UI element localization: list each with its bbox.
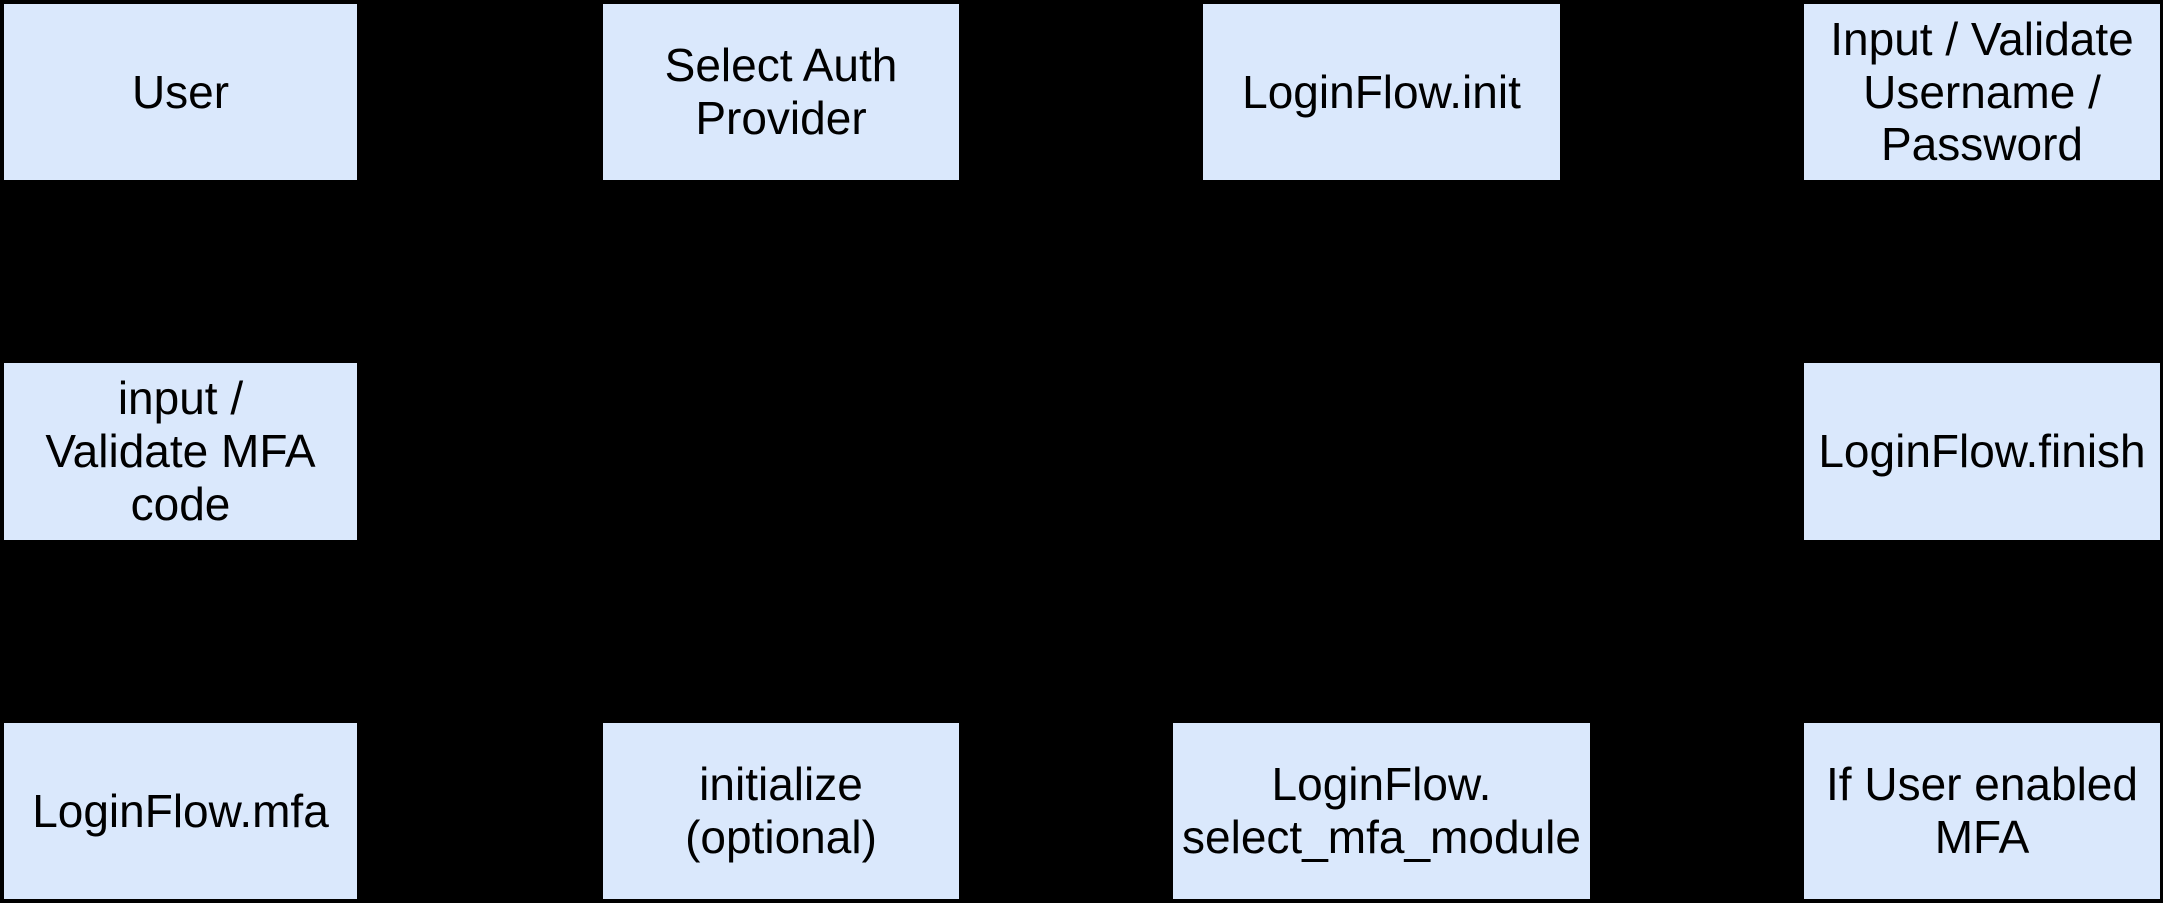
node-input-validate-username-password: Input / Validate Username / Password: [1804, 4, 2160, 180]
node-loginflow-select-mfa-module: LoginFlow. select_mfa_module: [1173, 723, 1590, 899]
node-loginflow-init: LoginFlow.init: [1203, 4, 1560, 180]
node-loginflow-mfa: LoginFlow.mfa: [4, 723, 357, 899]
node-initialize-optional: initialize (optional): [603, 723, 959, 899]
node-select-auth-provider: Select Auth Provider: [603, 4, 959, 180]
node-user: User: [4, 4, 357, 180]
node-input-validate-mfa-code: input / Validate MFA code: [4, 363, 357, 540]
node-loginflow-finish: LoginFlow.finish: [1804, 363, 2160, 540]
node-if-user-enabled-mfa: If User enabled MFA: [1804, 723, 2160, 899]
